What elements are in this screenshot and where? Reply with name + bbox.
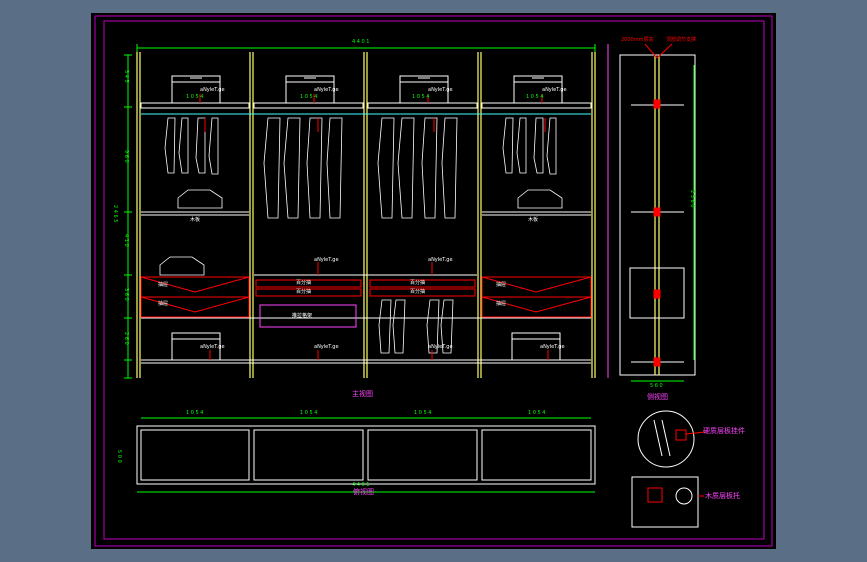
dim-plan-3: 1 0 5 4: [414, 410, 432, 416]
posts: [136, 52, 596, 378]
drawer-label: 百分抽: [410, 280, 426, 286]
drawer-label: 抽屉: [158, 282, 169, 288]
folded-clothes-icon: [159, 189, 563, 276]
dim-overall-width: 4 4 0 1: [352, 39, 370, 45]
side-view-title: 侧视图: [647, 393, 668, 401]
dim-left-3: 4 1 0: [123, 234, 129, 247]
plan-view: [136, 417, 596, 493]
box-tag: aNyleT.ge: [428, 344, 453, 350]
drawing-sheet: [91, 13, 776, 549]
drawer-label: 百分抽: [410, 289, 426, 295]
box-tag: aNyleT.ge: [200, 344, 225, 350]
box-tag: aNyleT.ge: [540, 344, 565, 350]
dim-left-1: 3 4 5: [123, 70, 129, 83]
dim-bay-1: 1 0 5 4: [186, 94, 204, 100]
top-note-height: 2000mm层高: [621, 37, 654, 43]
dim-overall-height: 2 4 6 5: [112, 205, 118, 223]
dim-plan-depth: 5 0 0: [116, 450, 122, 463]
dim-left-5: 2 6 0: [123, 332, 129, 345]
box-tag: aNyleT.ge: [428, 87, 453, 93]
dim-left-2: 9 6 0: [123, 150, 129, 163]
shelf-label-1: 木板: [190, 217, 201, 223]
outer-frame: [94, 15, 773, 547]
dim-bay-3: 1 0 5 4: [412, 94, 430, 100]
detail-circle-icon: [631, 410, 706, 528]
dim-plan-1: 1 0 5 4: [186, 410, 204, 416]
box-tag: aNyleT.ge: [200, 87, 225, 93]
drawer-label: 推拉格架: [292, 313, 313, 319]
box-tag: aNyleT.ge: [542, 87, 567, 93]
box-tag: aNyleT.ge: [314, 87, 339, 93]
drawer-label: 百分抽: [296, 289, 312, 295]
box-tag: aNyleT.ge: [314, 257, 339, 263]
leaders: [199, 94, 549, 360]
box-tag: aNyleT.ge: [428, 257, 453, 263]
plan-view-title: 俯视图: [353, 488, 374, 496]
dim-plan-4: 1 0 5 4: [528, 410, 546, 416]
storage-box-icon: [171, 75, 563, 361]
drawer-label: 抽屉: [496, 301, 507, 307]
dim-plan-total: 4 4 0 1: [352, 482, 370, 488]
detail-label-2: 木质层板托: [705, 492, 740, 500]
box-tag: aNyleT.ge: [314, 344, 339, 350]
front-view-title: 主视图: [352, 390, 373, 398]
front-view: [124, 44, 596, 379]
dim-left-4: 3 6 0: [123, 288, 129, 301]
dim-plan-2: 1 0 5 4: [300, 410, 318, 416]
top-note-support: 顶部调节支撑: [666, 37, 697, 43]
drawer-icon: [140, 276, 592, 328]
drawer-label: 百分抽: [296, 280, 312, 286]
dim-side-height: 2 3 6 0: [689, 190, 695, 208]
shelf-label-2: 木板: [528, 217, 539, 223]
hanging-shirt-icon: [164, 117, 557, 354]
inner-frame: [103, 20, 765, 540]
side-view: [607, 43, 696, 382]
dim-bay-2: 1 0 5 4: [300, 94, 318, 100]
drawer-label: 抽屉: [496, 282, 507, 288]
detail-label-1: 硬质层板挂件: [703, 427, 745, 435]
dim-bay-4: 1 0 5 4: [526, 94, 544, 100]
dim-side-depth: 5 6 0: [650, 383, 663, 389]
drawer-label: 抽屉: [158, 301, 169, 307]
